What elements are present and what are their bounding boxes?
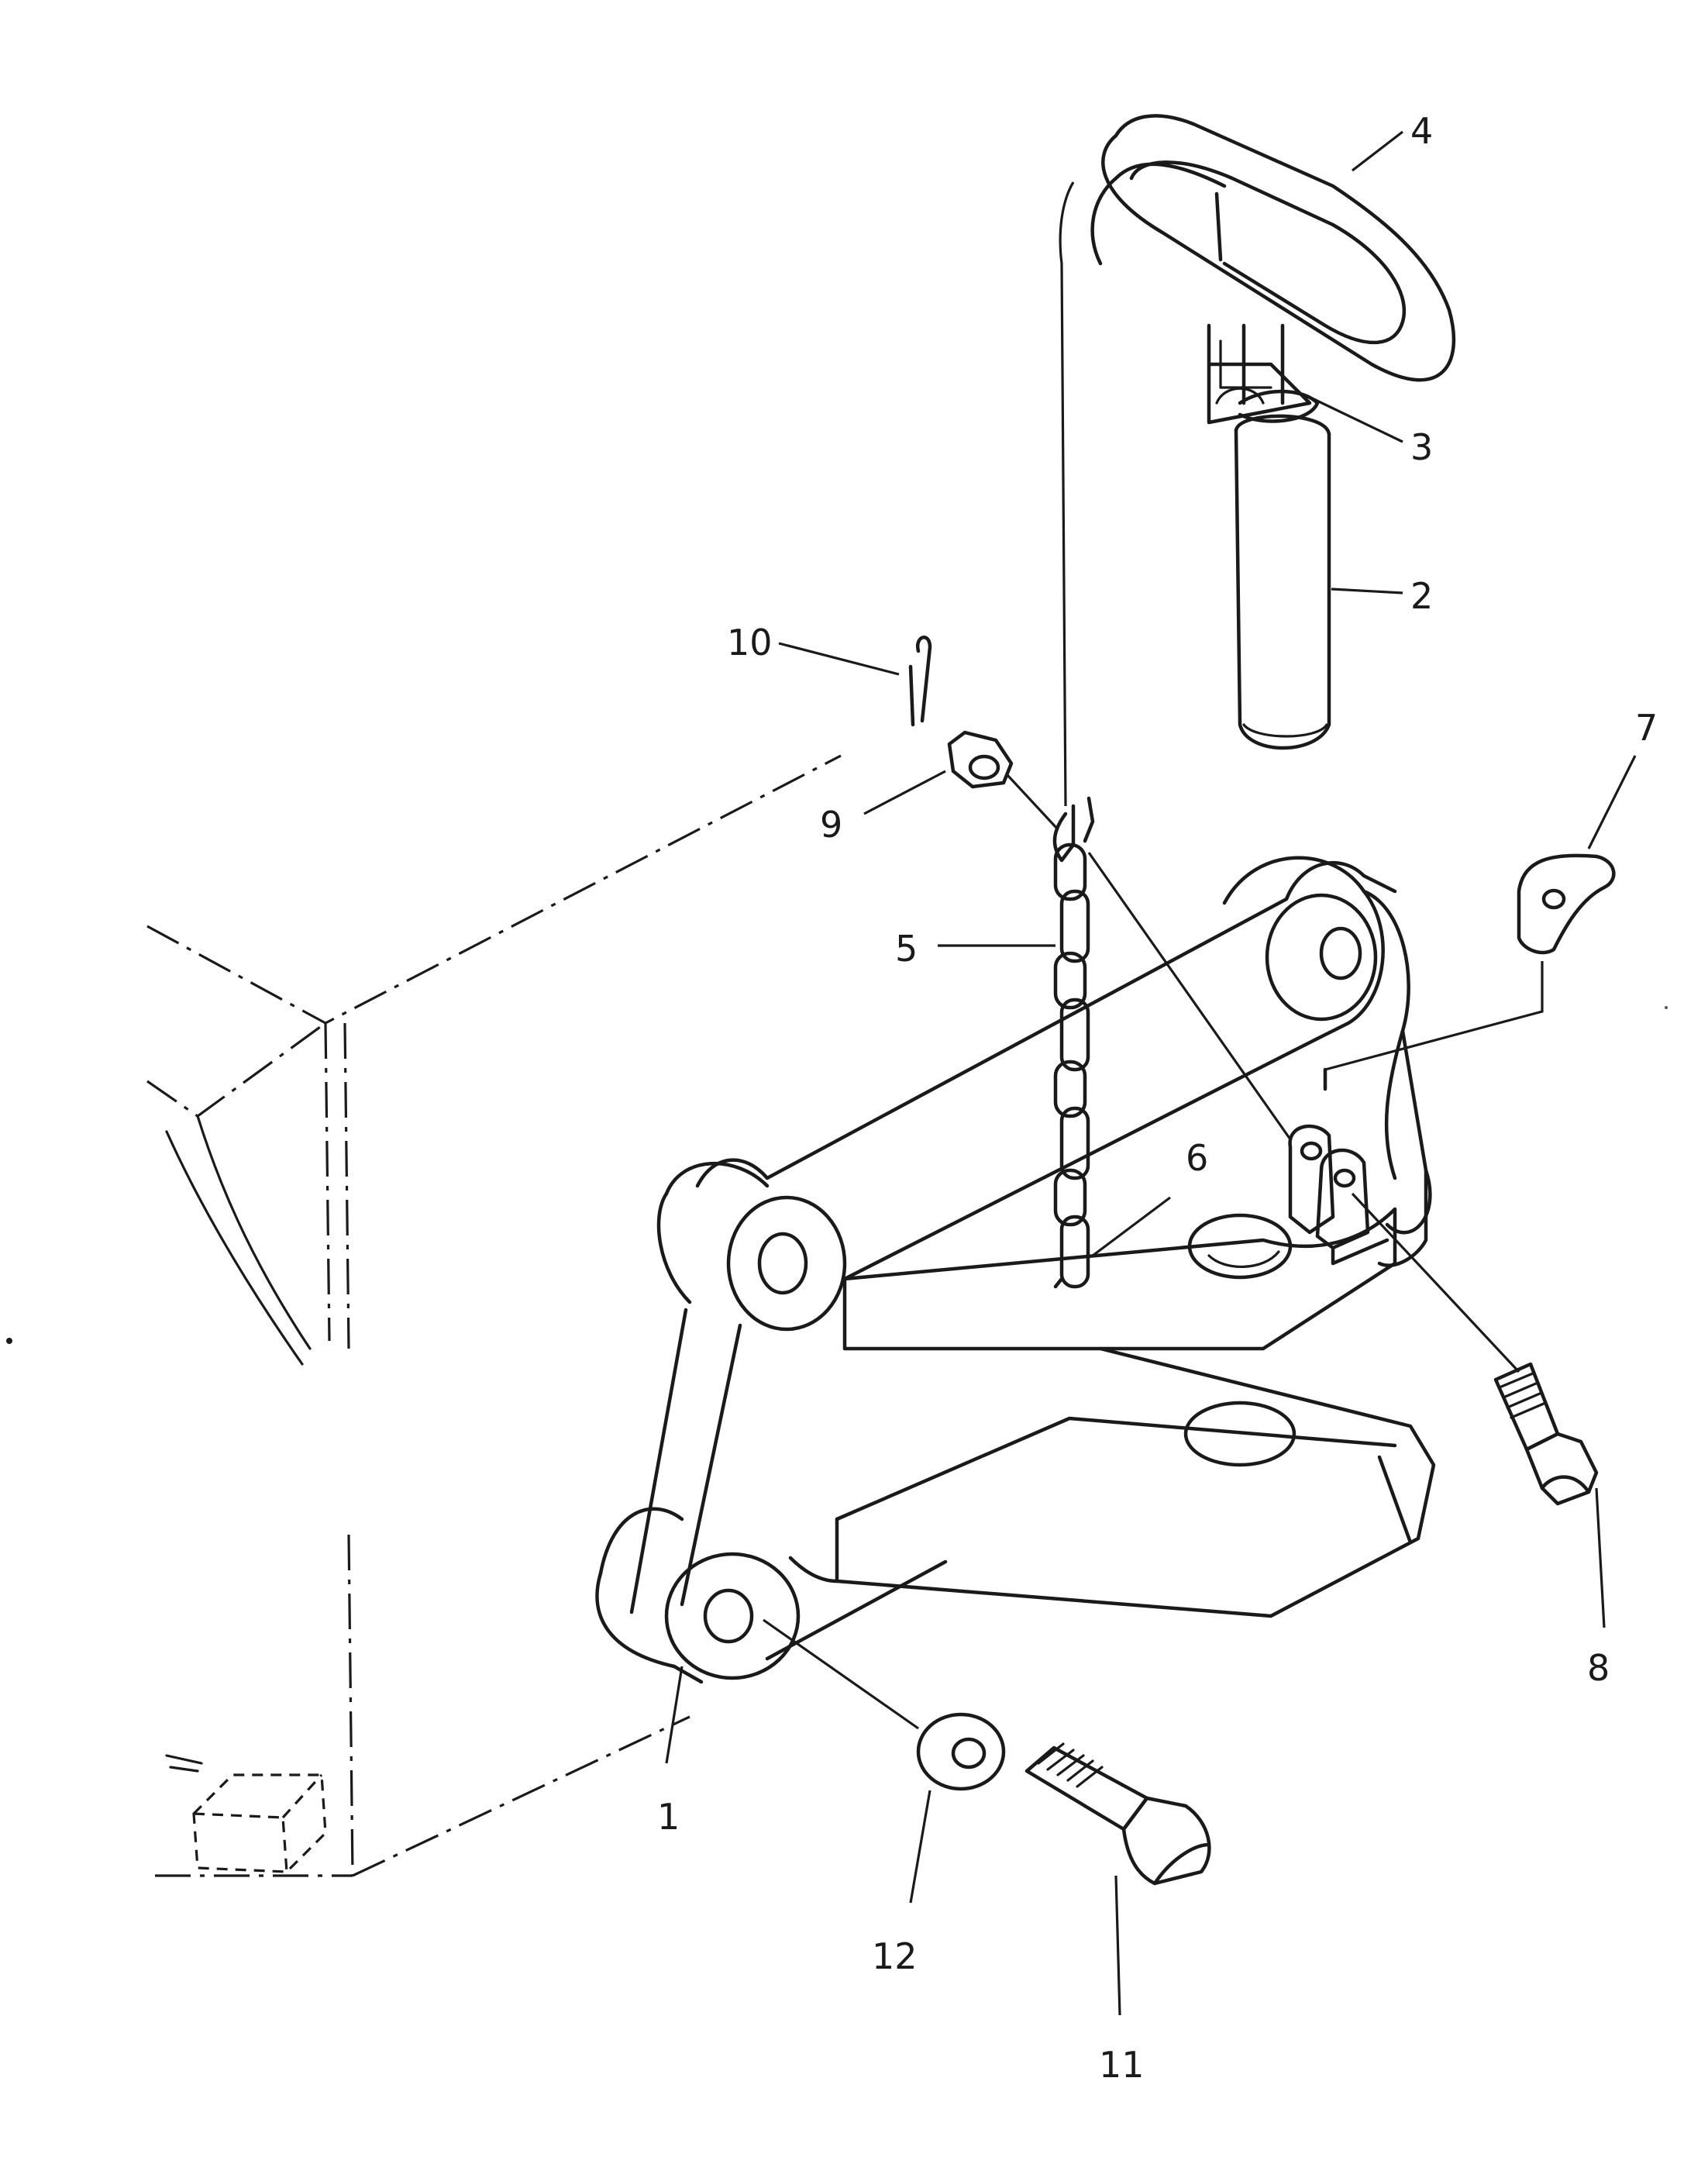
leader-lines: [665, 130, 1637, 2016]
bolt-part-11: [1024, 1742, 1211, 1886]
pin-part: [1234, 323, 1331, 750]
callout-labels: 4 3 2 7 10 9 5 6 8 1 12 11: [657, 110, 1658, 2086]
handle-to-chain-line: [1059, 181, 1075, 807]
chain-anchor-part: [1288, 1124, 1389, 1266]
callout-2: 2: [1410, 575, 1433, 617]
hitch-bracket-part: [595, 856, 1436, 1684]
callout-9: 9: [820, 804, 842, 846]
callout-8: 8: [1587, 1647, 1610, 1689]
callout-12: 12: [872, 1935, 918, 1977]
chain-part: [1052, 796, 1095, 1289]
nut-part: [947, 730, 1014, 789]
clip-part: [1207, 323, 1320, 425]
scan-dot: [6, 1338, 12, 1344]
callout-1: 1: [657, 1796, 680, 1838]
callout-6: 6: [1186, 1137, 1208, 1179]
machine-frame-phantom: [146, 754, 842, 1877]
callout-11: 11: [1099, 2044, 1145, 2086]
callout-5: 5: [895, 928, 918, 970]
callout-4: 4: [1410, 110, 1433, 152]
bolt-part-8: [1493, 1362, 1599, 1506]
washer-part: [916, 1712, 1006, 1791]
callout-7: 7: [1635, 707, 1658, 749]
stopper-to-bracket-line: [1324, 961, 1544, 1071]
callout-3: 3: [1410, 426, 1433, 468]
cotter-pin-part: [908, 636, 932, 727]
handle-loop-part: [1090, 114, 1456, 382]
stopper-plate-part: [1517, 853, 1616, 955]
corner-block-phantom: [165, 1754, 327, 1873]
callout-10: 10: [727, 622, 773, 663]
scan-dot: [1665, 1006, 1668, 1009]
